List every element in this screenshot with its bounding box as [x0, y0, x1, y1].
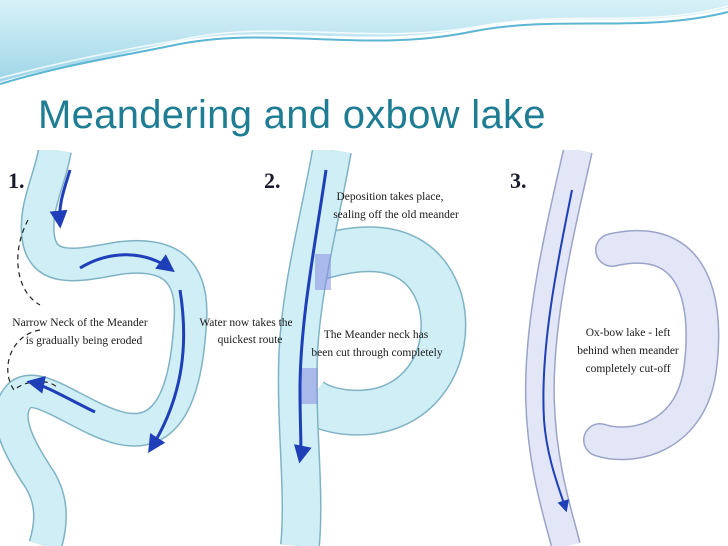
- panel-2-meander-loop: [297, 227, 465, 435]
- panel-1-flow-arrow-3: [148, 289, 186, 454]
- panel-2-top-label-line-1: Deposition takes place,: [337, 191, 444, 203]
- panel-1-flow-arrow-4: [26, 376, 96, 414]
- banner-wave-line-2: [0, 5, 728, 79]
- slide-title: Meandering and oxbow lake: [38, 93, 546, 137]
- panel-1-river: [0, 150, 207, 546]
- panel-2: 2. Deposition takes place, sealing off t…: [199, 150, 467, 546]
- panel-3-oxbow-lake: [584, 231, 718, 459]
- panel-3-label-line-3: completely cut-off: [585, 363, 670, 375]
- panel-1-flow-arrow-2: [79, 253, 175, 273]
- panel-2-mid-label-line-2: been cut through completely: [311, 347, 443, 359]
- panel-3-label-line-2: behind when meander: [577, 345, 679, 357]
- panel-3-label-line-1: Ox-bow lake - left: [586, 327, 671, 339]
- panel-1-label-line-2: is gradually being eroded: [26, 335, 143, 347]
- panel-2-left-label-line-2: quickest route: [218, 334, 283, 346]
- panel-2-number: 2.: [264, 168, 281, 193]
- panel-1-erosion-dash-upper: [17, 219, 41, 306]
- panel-2-flow-arrow: [293, 169, 328, 464]
- panel-2-deposition-lower: [300, 368, 318, 404]
- panel-1: 1. Narrow Neck of the Meander is gradual…: [0, 150, 208, 546]
- banner-wave-line: [0, 11, 728, 85]
- panel-3: 3. Ox-bow lake - left behind when meande…: [510, 150, 720, 546]
- panel-3-flow-arrow: [542, 189, 573, 513]
- banner-wave: [0, 0, 728, 82]
- panel-1-label-line-1: Narrow Neck of the Meander: [12, 317, 148, 329]
- panel-2-top-label-line-2: sealing off the old meander: [333, 209, 459, 221]
- panel-1-number: 1.: [8, 168, 25, 193]
- panel-3-channel: [526, 150, 592, 546]
- panel-2-deposition-upper: [315, 254, 331, 290]
- panel-1-flow-arrow-1: [49, 169, 72, 229]
- meander-diagram: 1. Narrow Neck of the Meander is gradual…: [0, 150, 720, 546]
- panel-3-number: 3.: [510, 168, 527, 193]
- panel-2-left-label-line-1: Water now takes the: [199, 317, 292, 329]
- header-banner: [0, 0, 728, 85]
- panel-2-mid-label-line-1: The Meander neck has: [324, 329, 429, 341]
